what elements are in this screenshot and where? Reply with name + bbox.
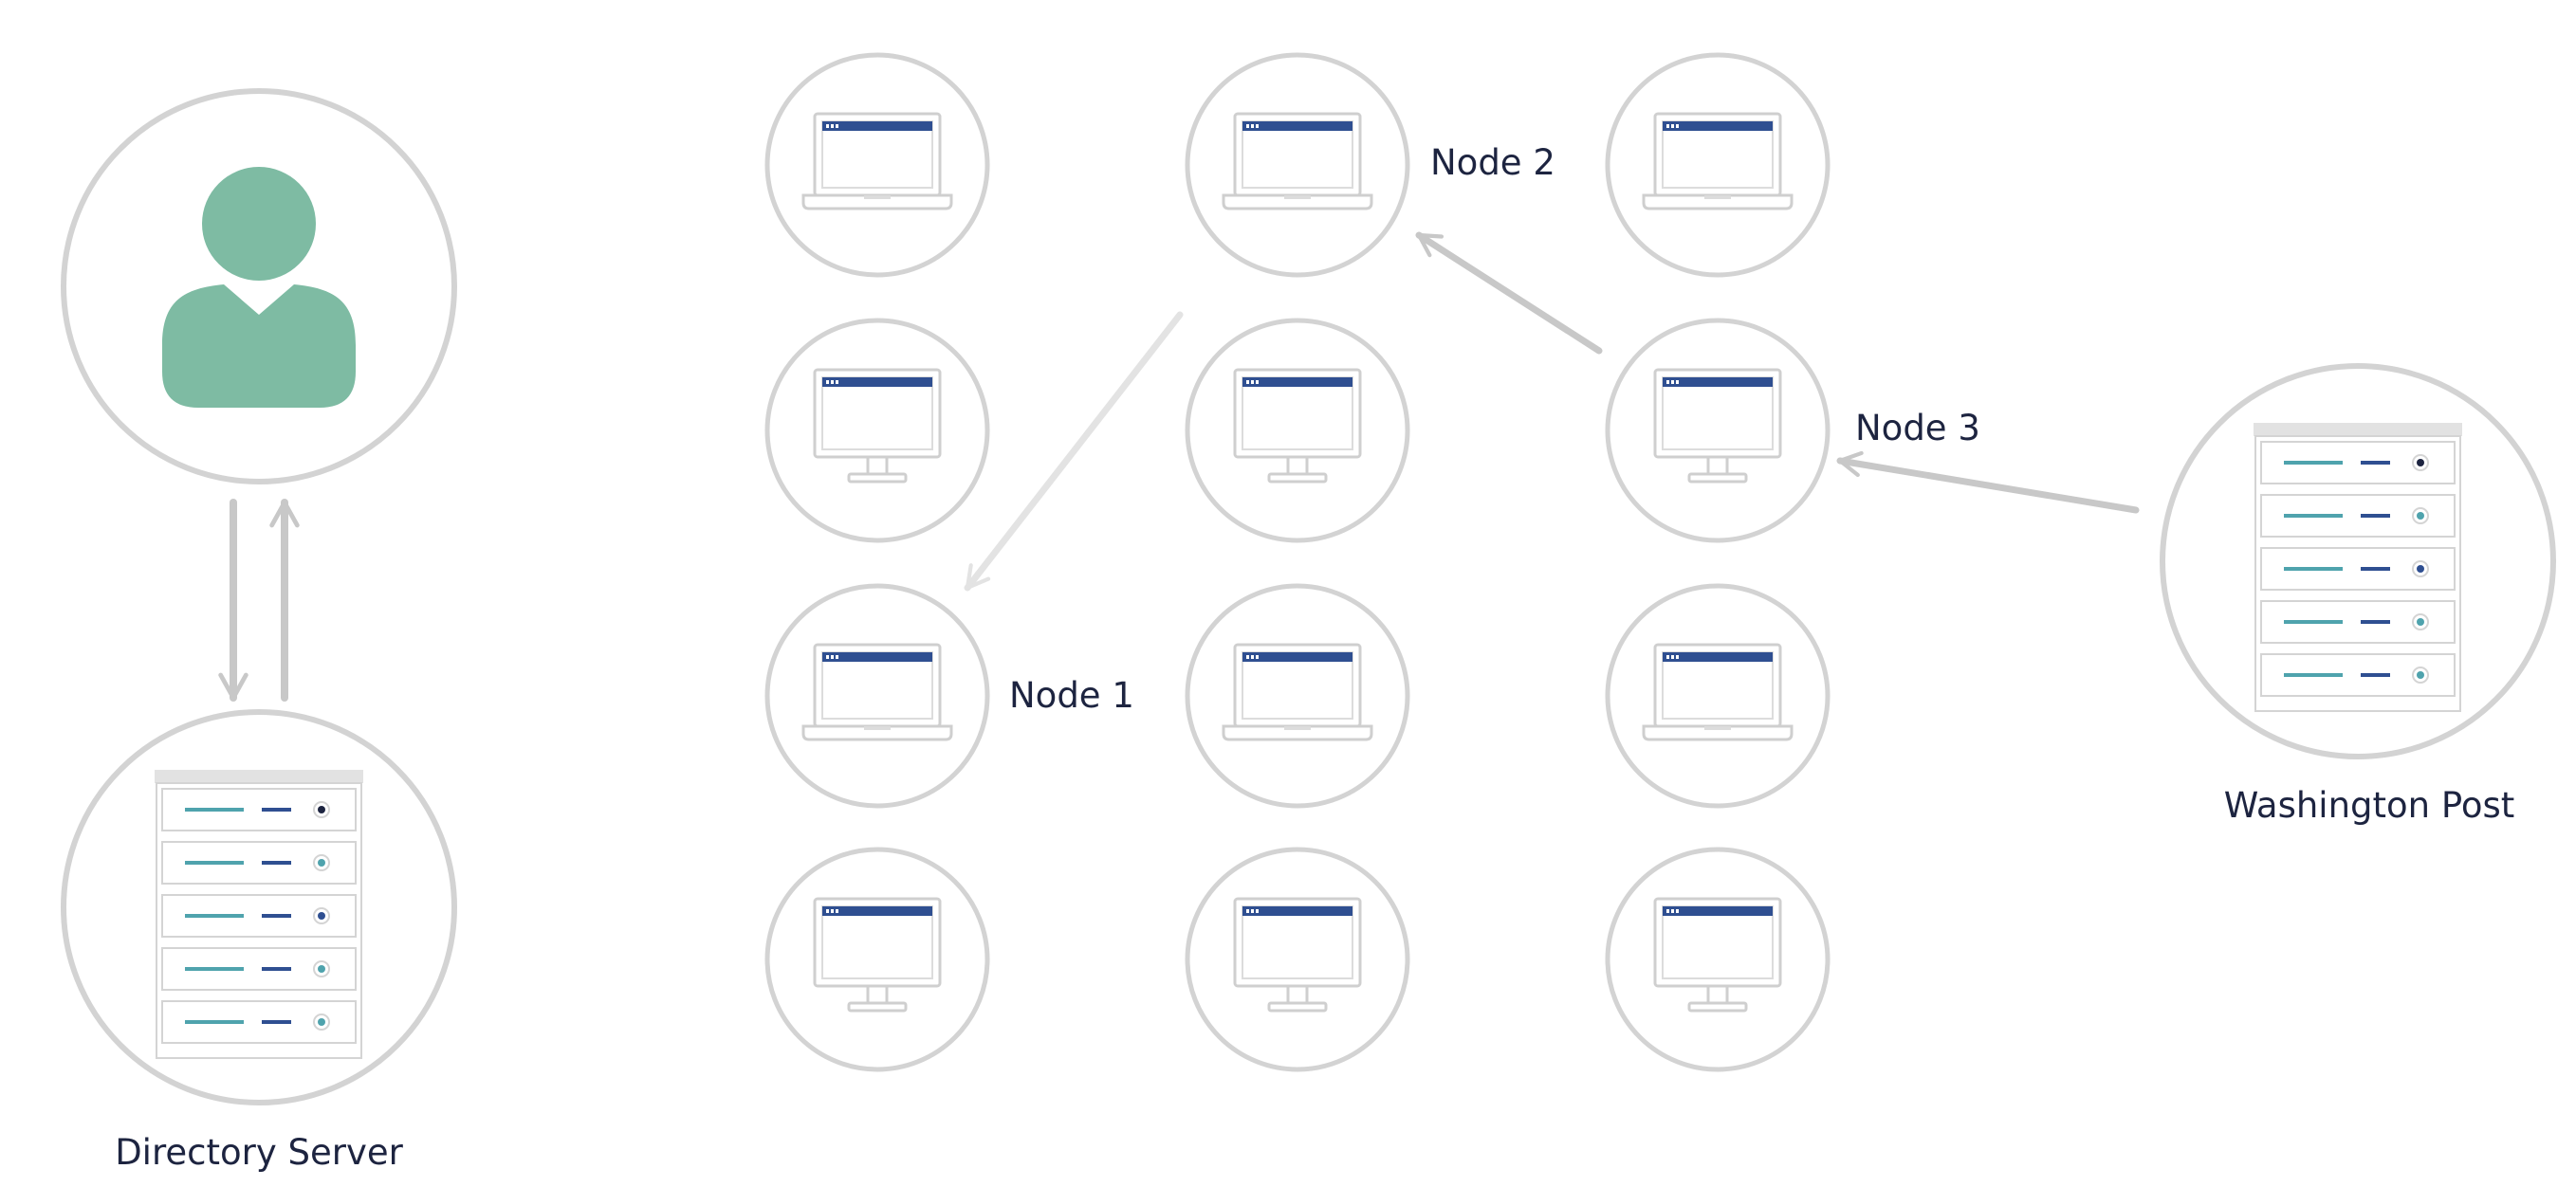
client-node-r4-c2 xyxy=(1185,847,1410,1072)
server-rack-icon xyxy=(155,770,363,1059)
laptop-icon xyxy=(1642,112,1794,210)
laptop-icon xyxy=(1222,643,1373,741)
laptop-icon xyxy=(801,112,953,210)
desktop-icon xyxy=(813,368,942,484)
node-3-label: Node 3 xyxy=(1855,408,1980,448)
client-node-r3-c1 xyxy=(764,583,990,809)
laptop-icon xyxy=(1222,112,1373,210)
user-icon xyxy=(162,167,356,408)
node-grid xyxy=(764,52,1831,1072)
directory-server-node: Directory Server xyxy=(61,709,457,1173)
client-node-r1-c3 xyxy=(1605,52,1831,278)
directory-arrows xyxy=(218,499,300,702)
client-node-r4-c1 xyxy=(764,847,990,1072)
desktop-icon xyxy=(813,897,942,1013)
washington-post-label: Washington Post xyxy=(2224,785,2515,826)
arrow-node3-to-node2 xyxy=(1415,231,1603,355)
desktop-icon xyxy=(1233,897,1362,1013)
client-node-r1-c1 xyxy=(764,52,990,278)
client-node-r2-c3 xyxy=(1605,318,1831,543)
node-1-label: Node 1 xyxy=(1009,675,1134,716)
laptop-icon xyxy=(1642,643,1794,741)
client-node-r3-c2 xyxy=(1185,583,1410,809)
flow-arrows xyxy=(964,231,2140,592)
client-node-r3-c3 xyxy=(1605,583,1831,809)
laptop-icon xyxy=(801,643,953,741)
washington-post-node: Washington Post xyxy=(2160,363,2556,826)
arrow-wapo-to-node3 xyxy=(1836,450,2140,514)
directory-server-label: Directory Server xyxy=(115,1132,403,1173)
client-node-r4-c3 xyxy=(1605,847,1831,1072)
client-node-r2-c1 xyxy=(764,318,990,543)
client-node-r2-c2 xyxy=(1185,318,1410,543)
user-node xyxy=(61,88,457,484)
client-node-r1-c2 xyxy=(1185,52,1410,278)
desktop-icon xyxy=(1653,368,1782,484)
node-2-label: Node 2 xyxy=(1430,142,1555,183)
desktop-icon xyxy=(1233,368,1362,484)
server-rack-icon xyxy=(2254,423,2462,712)
desktop-icon xyxy=(1653,897,1782,1013)
arrow-node2-to-node1 xyxy=(964,311,1184,592)
